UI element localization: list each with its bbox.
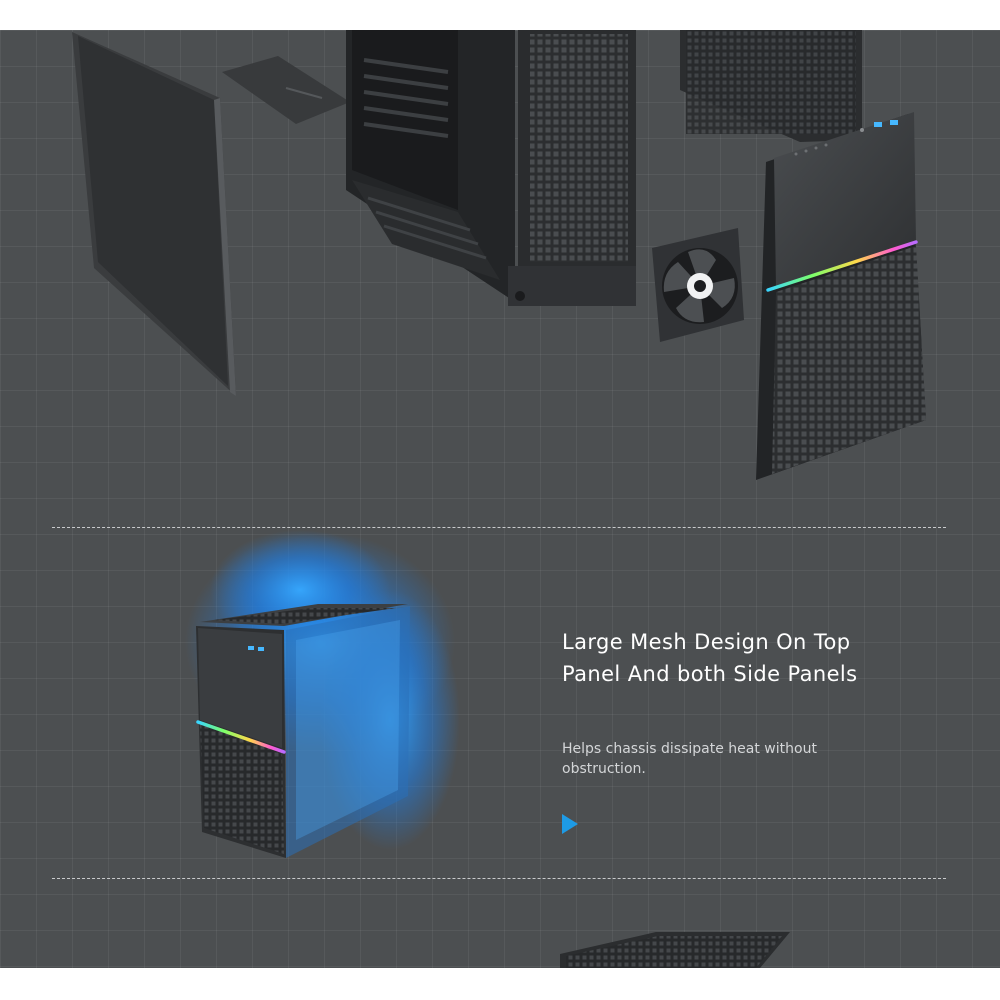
top-cover-panel xyxy=(680,30,862,142)
glass-side-panel xyxy=(72,32,236,396)
next-section-case-preview xyxy=(560,932,790,968)
product-feature-banner: Large Mesh Design On Top Panel And both … xyxy=(0,30,1000,968)
section-divider-top xyxy=(52,527,946,528)
section-divider-bottom xyxy=(52,878,946,879)
feature-description: Helps chassis dissipate heat without obs… xyxy=(562,741,817,777)
play-triangle-icon xyxy=(562,814,578,834)
exploded-case-illustration xyxy=(72,30,926,968)
bottom-tray xyxy=(222,56,350,124)
feature-title: Large Mesh Design On Top Panel And both … xyxy=(562,630,858,686)
case-fan xyxy=(652,228,744,342)
front-mesh-panel xyxy=(756,112,926,480)
assembled-case xyxy=(196,604,410,858)
play-button[interactable] xyxy=(562,814,578,834)
open-chassis-frame xyxy=(346,30,636,306)
